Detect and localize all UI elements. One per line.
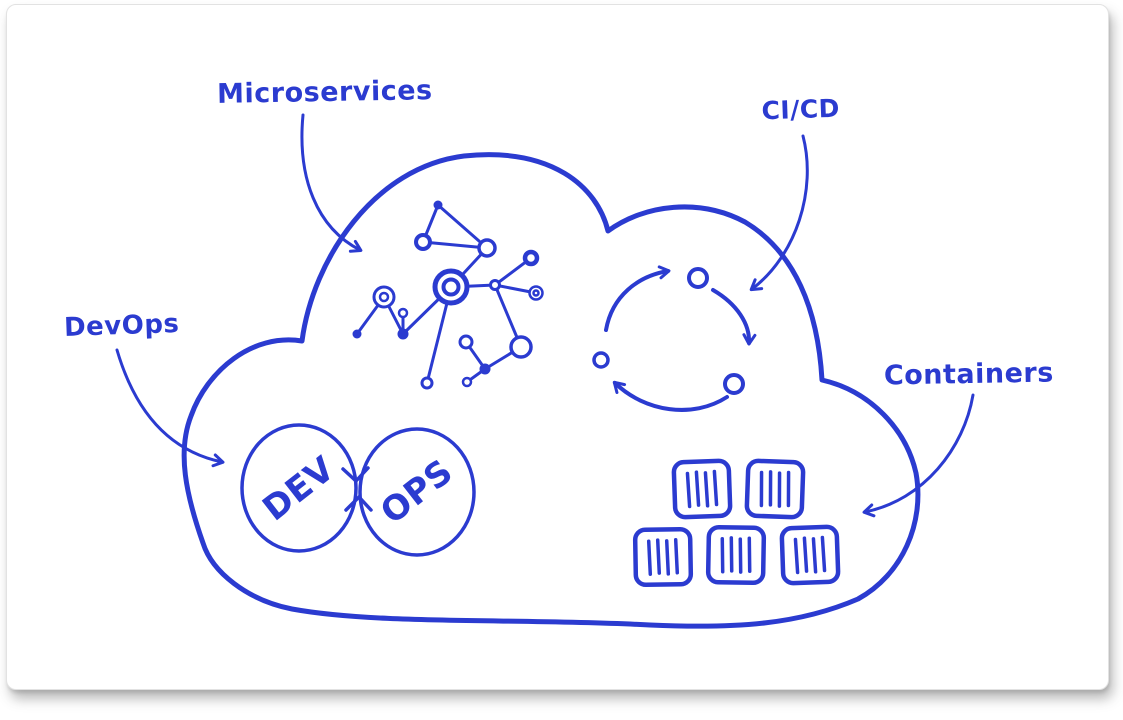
cycle-node (592, 351, 610, 369)
container-box (635, 529, 691, 585)
container-box (747, 461, 804, 518)
cicd-cycle (592, 265, 757, 412)
graph-node (414, 233, 432, 251)
graph-node (479, 363, 491, 375)
graph-node (477, 238, 497, 258)
graph-node (378, 291, 390, 303)
cycle-node (723, 373, 745, 395)
container-box (708, 527, 764, 583)
graph-node (397, 307, 409, 319)
cycle-arrow (711, 288, 757, 346)
cycle-arrow (612, 380, 729, 412)
containers-group (635, 461, 838, 585)
containers-arrow (862, 393, 975, 518)
graph-node (433, 200, 443, 210)
graph-node (420, 376, 434, 390)
label-devops: DevOps (64, 309, 180, 343)
graph-node (532, 289, 540, 297)
graph-node-hub-inner (441, 277, 461, 297)
graph-node (509, 335, 533, 359)
cicd-arrow (749, 134, 809, 292)
cycle-arrow (604, 265, 671, 332)
graph-node (352, 329, 362, 339)
graph-edges (355, 203, 538, 385)
microservices-graph (352, 200, 544, 390)
dev-circle (240, 423, 358, 553)
paper-card (6, 4, 1109, 690)
dev-text: DEV (255, 449, 342, 529)
graph-node (489, 279, 501, 291)
ops-text: OPS (373, 452, 461, 533)
label-microservices: Microservices (217, 75, 433, 110)
cycle-node (687, 267, 709, 289)
label-containers: Containers (884, 358, 1054, 392)
graph-node (458, 334, 474, 350)
graph-node (522, 249, 540, 267)
devops-arrow (115, 348, 225, 468)
cloud-outline (181, 152, 921, 629)
devops-loop: DEV OPS (240, 423, 476, 557)
microservices-arrow (300, 113, 363, 253)
loop-arrow-up (344, 495, 373, 512)
graph-node (397, 328, 409, 340)
ops-circle (358, 427, 476, 557)
container-box (782, 527, 839, 584)
graph-node (461, 376, 473, 388)
label-cicd: CI/CD (761, 94, 840, 126)
loop-arrow-down (341, 466, 370, 483)
container-box (674, 461, 731, 518)
